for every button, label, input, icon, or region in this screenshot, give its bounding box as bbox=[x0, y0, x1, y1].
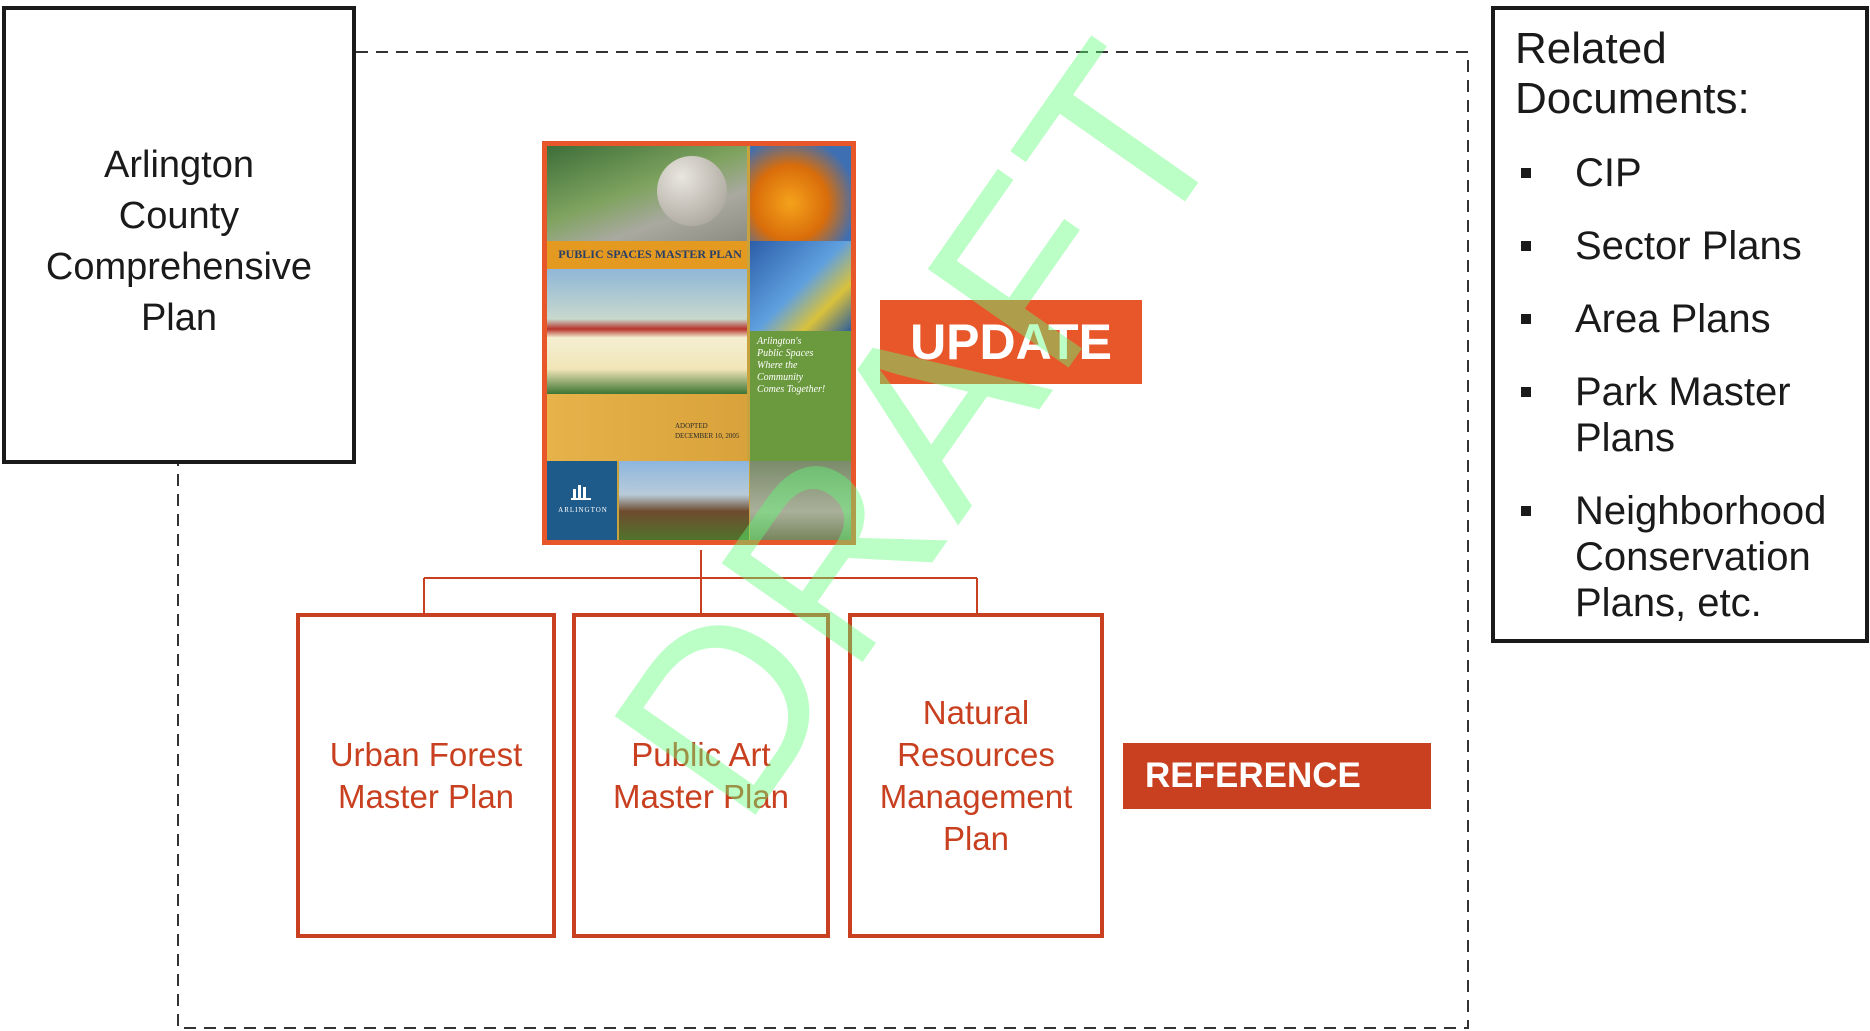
cover-photo-bridge bbox=[619, 461, 749, 540]
urban-forest-plan-box: Urban Forest Master Plan bbox=[296, 613, 556, 938]
cover-title: PUBLIC SPACES MASTER PLAN bbox=[558, 247, 742, 261]
cover-photo-playground bbox=[750, 241, 851, 331]
comprehensive-plan-label: Arlington County Comprehensive Plan bbox=[45, 144, 313, 339]
public-spaces-master-plan-cover: PUBLIC SPACES MASTER PLAN Arlington's Pu… bbox=[542, 141, 856, 545]
arlington-logo-icon bbox=[571, 485, 591, 500]
natural-resources-plan-box: Natural Resources Management Plan bbox=[848, 613, 1104, 938]
related-document-item: Park Master Plans bbox=[1515, 369, 1865, 461]
cover-logo-text: ARLINGTON bbox=[558, 506, 608, 514]
cover-adopted-date: ADOPTED DECEMBER 10, 2005 bbox=[675, 422, 740, 440]
related-document-item: Neighborhood Conservation Plans, etc. bbox=[1515, 488, 1865, 626]
related-document-item: Sector Plans bbox=[1515, 223, 1865, 269]
cover-logo-panel bbox=[547, 461, 617, 540]
comprehensive-plan-box: Arlington County Comprehensive Plan bbox=[2, 6, 356, 464]
related-documents-title: Related Documents: bbox=[1515, 24, 1750, 123]
cover-tagline-panel bbox=[750, 331, 851, 461]
plan-label: Urban Forest Master Plan bbox=[329, 735, 523, 815]
cover-tagline: Arlington's Public Spaces Where the Comm… bbox=[757, 336, 826, 395]
related-documents-list: CIP Sector Plans Area Plans Park Master … bbox=[1515, 150, 1865, 653]
plan-label: Public Art Master Plan bbox=[612, 735, 790, 815]
scope-dashed-frame bbox=[177, 51, 1469, 1029]
cover-photo-autumn-leaves bbox=[750, 146, 851, 241]
cover-photo-walker bbox=[750, 461, 851, 540]
cover-title-band bbox=[547, 241, 747, 269]
reference-tag: REFERENCE bbox=[1123, 743, 1431, 809]
update-tag: UPDATE bbox=[880, 300, 1142, 384]
cover-photo-gold-panel bbox=[547, 394, 747, 461]
cover-photo-pavilion bbox=[547, 269, 747, 394]
cover-photo-sculpture bbox=[547, 146, 747, 241]
plan-label: Natural Resources Management Plan bbox=[879, 693, 1073, 857]
public-art-plan-box: Public Art Master Plan bbox=[572, 613, 830, 938]
related-documents-box: Related Documents: CIP Sector Plans Area… bbox=[1491, 6, 1869, 643]
related-document-item: Area Plans bbox=[1515, 296, 1865, 342]
related-document-item: CIP bbox=[1515, 150, 1865, 196]
